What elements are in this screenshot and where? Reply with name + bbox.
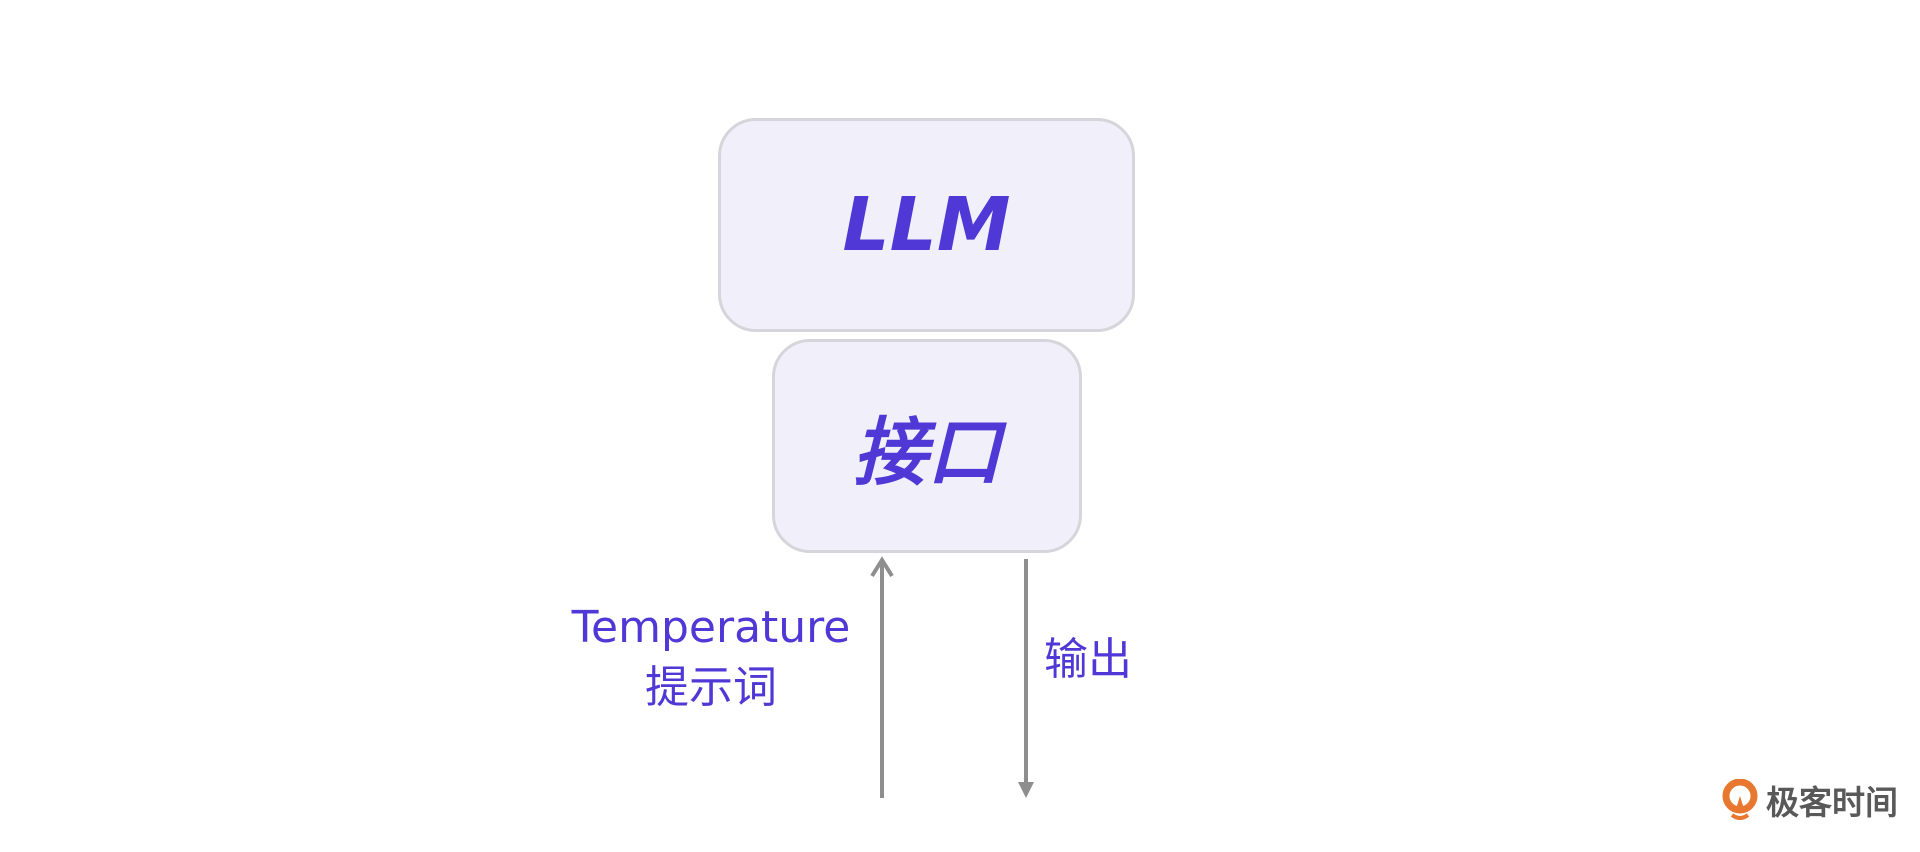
interface-label: 接口 xyxy=(853,409,1001,496)
input-label: Temperature 提示词 xyxy=(546,598,876,718)
logo-icon xyxy=(1722,779,1758,820)
logo: 极客时间 xyxy=(1722,776,1898,824)
llm-box: LLM xyxy=(718,118,1135,332)
interface-box: 接口 xyxy=(772,339,1082,553)
temperature-label: Temperature xyxy=(571,602,851,653)
input-arrow xyxy=(870,556,894,798)
llm-label: LLM xyxy=(842,182,1011,268)
output-arrow xyxy=(1018,559,1034,798)
prompt-label: 提示词 xyxy=(645,662,777,713)
output-label: 输出 xyxy=(1044,634,1132,685)
logo-text: 极客时间 xyxy=(1766,783,1898,822)
